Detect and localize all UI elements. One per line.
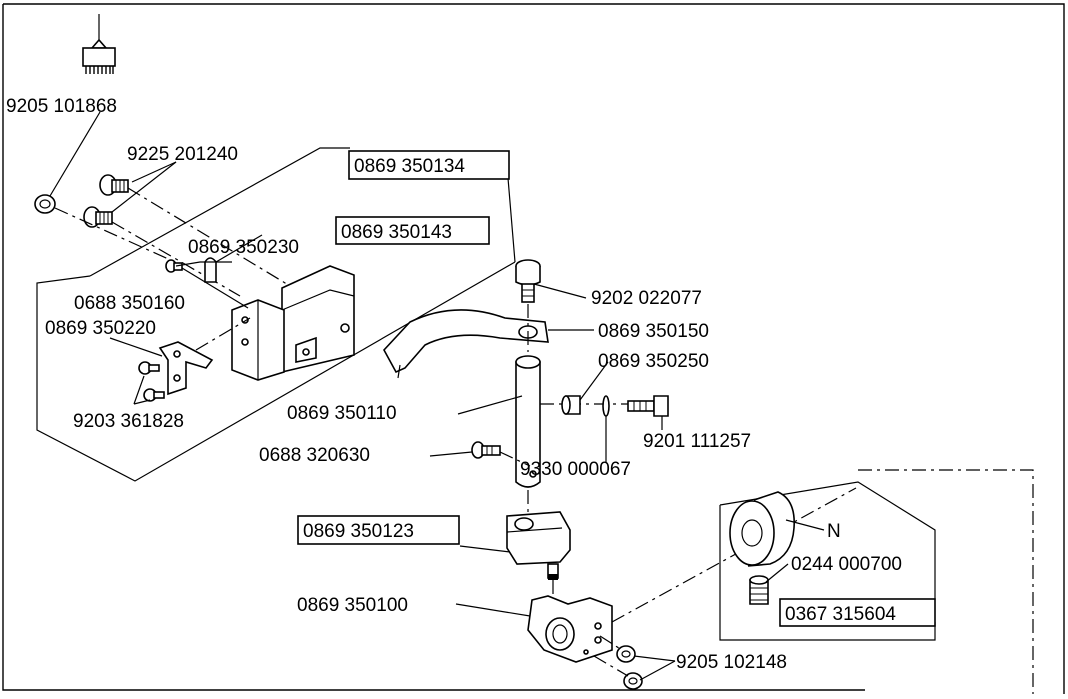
- label-washer: 9330 000067: [520, 459, 631, 480]
- label-screws-top: 9225 201240: [127, 144, 238, 165]
- guide-body-icon: [231, 265, 355, 381]
- label-shaft-screw: 0688 320630: [259, 445, 370, 466]
- boxed-guide-frame: [335, 216, 490, 245]
- cap-screw-icon: [515, 259, 541, 303]
- boxed-collar-frame: [297, 515, 460, 545]
- label-bracket: 0869 350220: [45, 318, 156, 339]
- label-hex-bolt: 9201 111257: [643, 431, 751, 452]
- flat-screw-bottom-icon: [83, 206, 113, 228]
- label-lever: 0869 350150: [598, 321, 709, 342]
- kit-frame: [719, 481, 936, 641]
- hex-bolt-icon: [627, 395, 669, 417]
- boxed-kit-frame: [779, 598, 936, 627]
- label-bracket-screws: 9203 361828: [73, 411, 184, 432]
- label-boxed-main: 0869 350134: [354, 156, 465, 177]
- set-screw-icon: [34, 194, 56, 214]
- label-set-screw: 0244 000700: [791, 554, 902, 575]
- label-small-screw: 0688 350160: [74, 293, 185, 314]
- label-holder-screws: 9205 102148: [676, 652, 787, 673]
- bracket-screw-icon: [138, 361, 165, 402]
- washer-icon: [602, 395, 610, 417]
- label-holder: 0869 350100: [297, 595, 408, 616]
- shaft-icon: [515, 355, 541, 488]
- lever-icon: [383, 309, 549, 379]
- label-cap-screw: 9202 022077: [591, 288, 702, 309]
- label-detail-n: N: [827, 521, 841, 542]
- label-clip: 0869 350230: [188, 237, 299, 258]
- collar-icon: [506, 511, 571, 580]
- kit-set-screw-icon: [749, 575, 769, 605]
- leader-lines: [49, 111, 825, 681]
- label-boxed-collar: 0869 350123: [303, 521, 414, 542]
- label-roller: 0869 350250: [598, 351, 709, 372]
- holder-icon: [527, 595, 613, 663]
- flat-screw-top-icon: [99, 174, 129, 196]
- page-frame-left: [2, 4, 865, 691]
- roller-icon: [561, 395, 581, 415]
- holder-screw-icon: [616, 645, 643, 690]
- collar-nut-icon: [729, 491, 795, 567]
- label-boxed-kit: 0367 315604: [785, 604, 896, 625]
- boxed-main-frame: [348, 150, 510, 180]
- shaft-screw-icon: [471, 441, 501, 459]
- brush-icon: [82, 14, 116, 74]
- bracket-icon: [158, 341, 214, 396]
- clip-icon: [204, 257, 217, 283]
- page-frame: [3, 3, 1065, 694]
- label-boxed-guide: 0869 350143: [341, 222, 452, 243]
- label-brush: 9205 101868: [6, 96, 117, 117]
- label-shaft: 0869 350110: [287, 403, 397, 424]
